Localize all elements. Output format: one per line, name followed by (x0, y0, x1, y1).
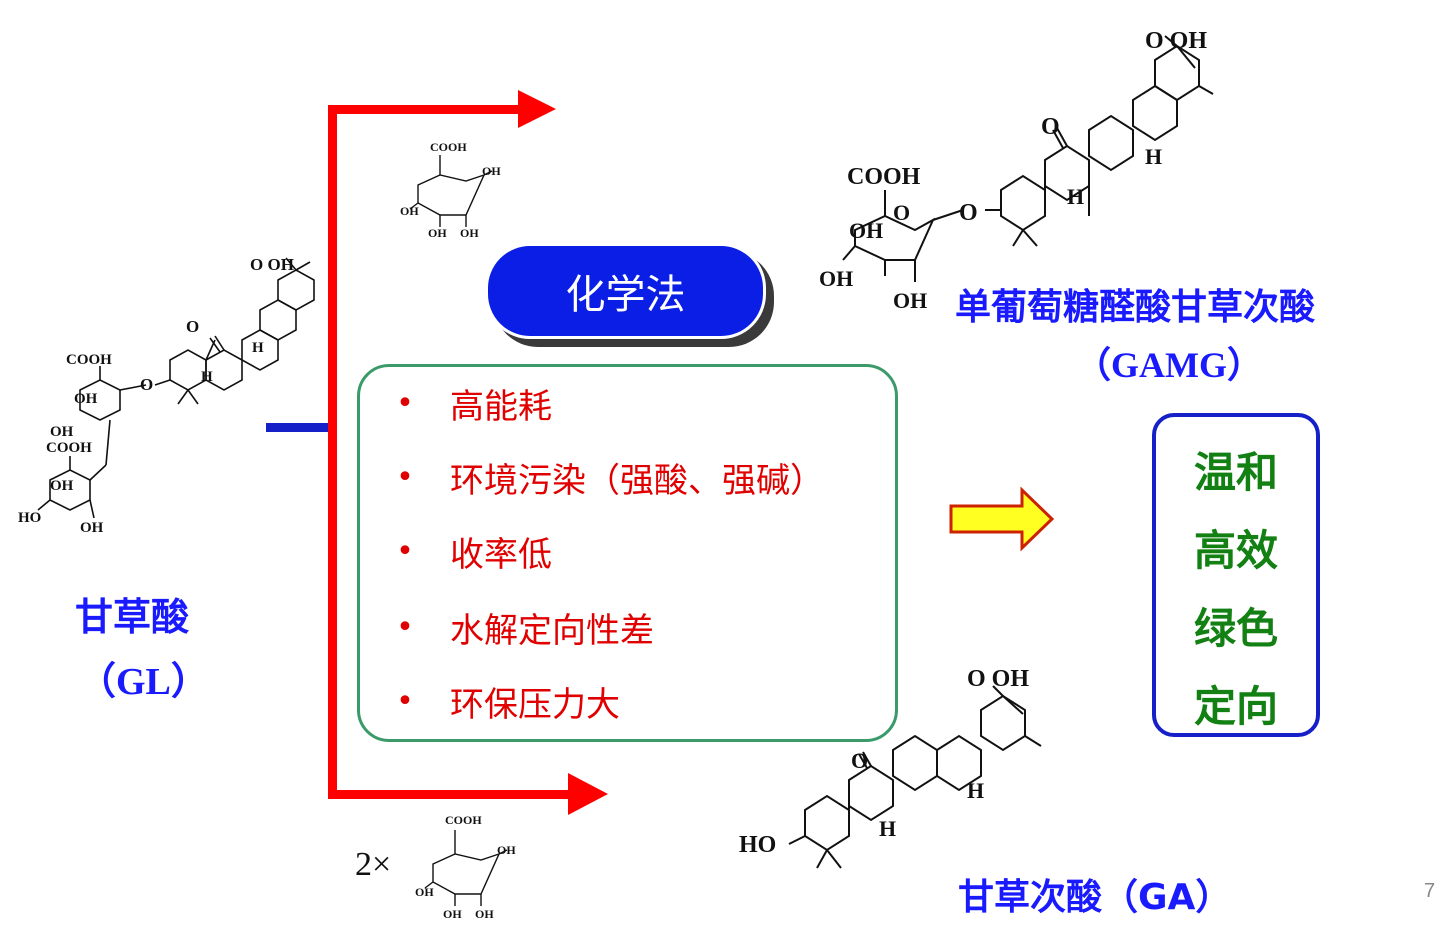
chem-oh-5: OH (482, 164, 501, 178)
chem-oh-6: OH (428, 226, 447, 240)
gamg-structure: O OH O H H O COOH O OH OH OH (819, 28, 1214, 313)
chem-o-oh-1: O OH (250, 255, 294, 274)
issue-text: 环保压力大 (450, 685, 620, 725)
gamg-abbr: （GAMG） (1075, 345, 1263, 385)
chem-oh-9: OH (497, 843, 516, 857)
issue-item: • 环保压力大 (360, 677, 620, 726)
chem-oh-2: OH (50, 424, 74, 440)
chem-cooh-3: COOH (430, 140, 467, 154)
bullet-icon: • (396, 460, 414, 495)
yellow-arrow-icon (949, 486, 1055, 552)
bullet-icon: • (396, 386, 414, 421)
issue-text: 环境污染（强酸、强碱） (450, 461, 824, 501)
chem-ho-2: HO (739, 832, 776, 858)
chem-o-4: O (959, 200, 978, 226)
chem-oh-12: OH (415, 885, 434, 899)
top-red-arrow-head (518, 90, 556, 128)
chem-oh-1: OH (74, 391, 98, 407)
chem-oh-8: OH (400, 204, 419, 218)
chem-h-1: H (201, 369, 213, 385)
issue-text: 高能耗 (450, 387, 552, 427)
gl-abbr: （GL） (78, 661, 209, 703)
advantage-item: 温和 (1193, 448, 1278, 497)
issues-box: • 高能耗 • 环境污染（强酸、强碱） • 收率低 • 水解定向性差 • 环保压… (357, 364, 898, 742)
chem-oh-11: OH (475, 907, 494, 921)
bullet-icon: • (396, 534, 414, 569)
chem-oh-10: OH (443, 907, 462, 921)
issue-item: • 高能耗 (360, 379, 552, 428)
blue-connector (266, 423, 332, 432)
advantage-item: 定向 (1193, 682, 1278, 731)
chem-o-2: O (186, 317, 199, 336)
bullet-icon: • (396, 610, 414, 645)
chem-oh-14: OH (819, 266, 853, 291)
chem-o-oh-2: O OH (1145, 28, 1207, 54)
chem-cooh-4: COOH (445, 813, 482, 827)
chem-oh-4: OH (80, 520, 104, 536)
chem-o-5: O (893, 200, 910, 225)
ga-structure: O OH O H H HO (739, 666, 1042, 869)
issue-text: 收率低 (450, 535, 552, 575)
chem-h-4: H (1067, 184, 1084, 209)
advantage-item: 高效 (1193, 526, 1278, 575)
gamg-name: 单葡萄糖醛酸甘草次酸 (955, 287, 1316, 328)
issue-item: • 收率低 (360, 527, 552, 576)
chem-h-5: H (967, 778, 984, 803)
chem-h-6: H (879, 816, 896, 841)
gl-name: 甘草酸 (75, 595, 190, 639)
bottom-red-arrow-shaft (328, 790, 570, 799)
chem-ho-1: HO (18, 510, 41, 526)
page-number: 7 (1424, 880, 1436, 902)
chem-o-1: O (140, 375, 153, 394)
issue-item: • 环境污染（强酸、强碱） (360, 453, 824, 502)
glucuronic-acid-top: COOH OH OH OH OH (400, 140, 501, 240)
method-label: 化学法 (565, 272, 686, 318)
chem-o-3: O (1041, 114, 1060, 140)
top-red-arrow-shaft (328, 105, 520, 114)
chem-o-oh-3: O OH (967, 666, 1029, 692)
chem-oh-3: OH (50, 478, 74, 494)
glucuronic-acid-bottom: COOH OH OH OH OH (415, 813, 516, 921)
bottom-red-arrow-head (568, 773, 608, 815)
chem-cooh-5: COOH (847, 164, 921, 190)
issue-text: 水解定向性差 (450, 611, 654, 651)
ga-name: 甘草次酸（GA） (958, 877, 1232, 918)
chem-oh-13: OH (849, 218, 883, 243)
chem-oh-7: OH (460, 226, 479, 240)
chem-h-2: H (252, 340, 264, 356)
method-pill: 化学法 (485, 243, 766, 339)
chem-h-3: H (1145, 144, 1162, 169)
gl-structure: COOH OH OH COOH OH HO OH O O H H O OH (18, 255, 315, 536)
chem-cooh-1: COOH (66, 352, 112, 368)
multiplier: 2× (355, 846, 392, 883)
vertical-red-line (328, 105, 337, 799)
advantages-box: 温和 高效 绿色 定向 (1152, 413, 1320, 737)
chem-cooh-2: COOH (46, 440, 92, 456)
chem-o-6: O (851, 748, 868, 773)
bullet-icon: • (396, 684, 414, 719)
issue-item: • 水解定向性差 (360, 603, 654, 652)
advantage-item: 绿色 (1193, 604, 1278, 653)
chem-oh-15: OH (893, 288, 927, 313)
